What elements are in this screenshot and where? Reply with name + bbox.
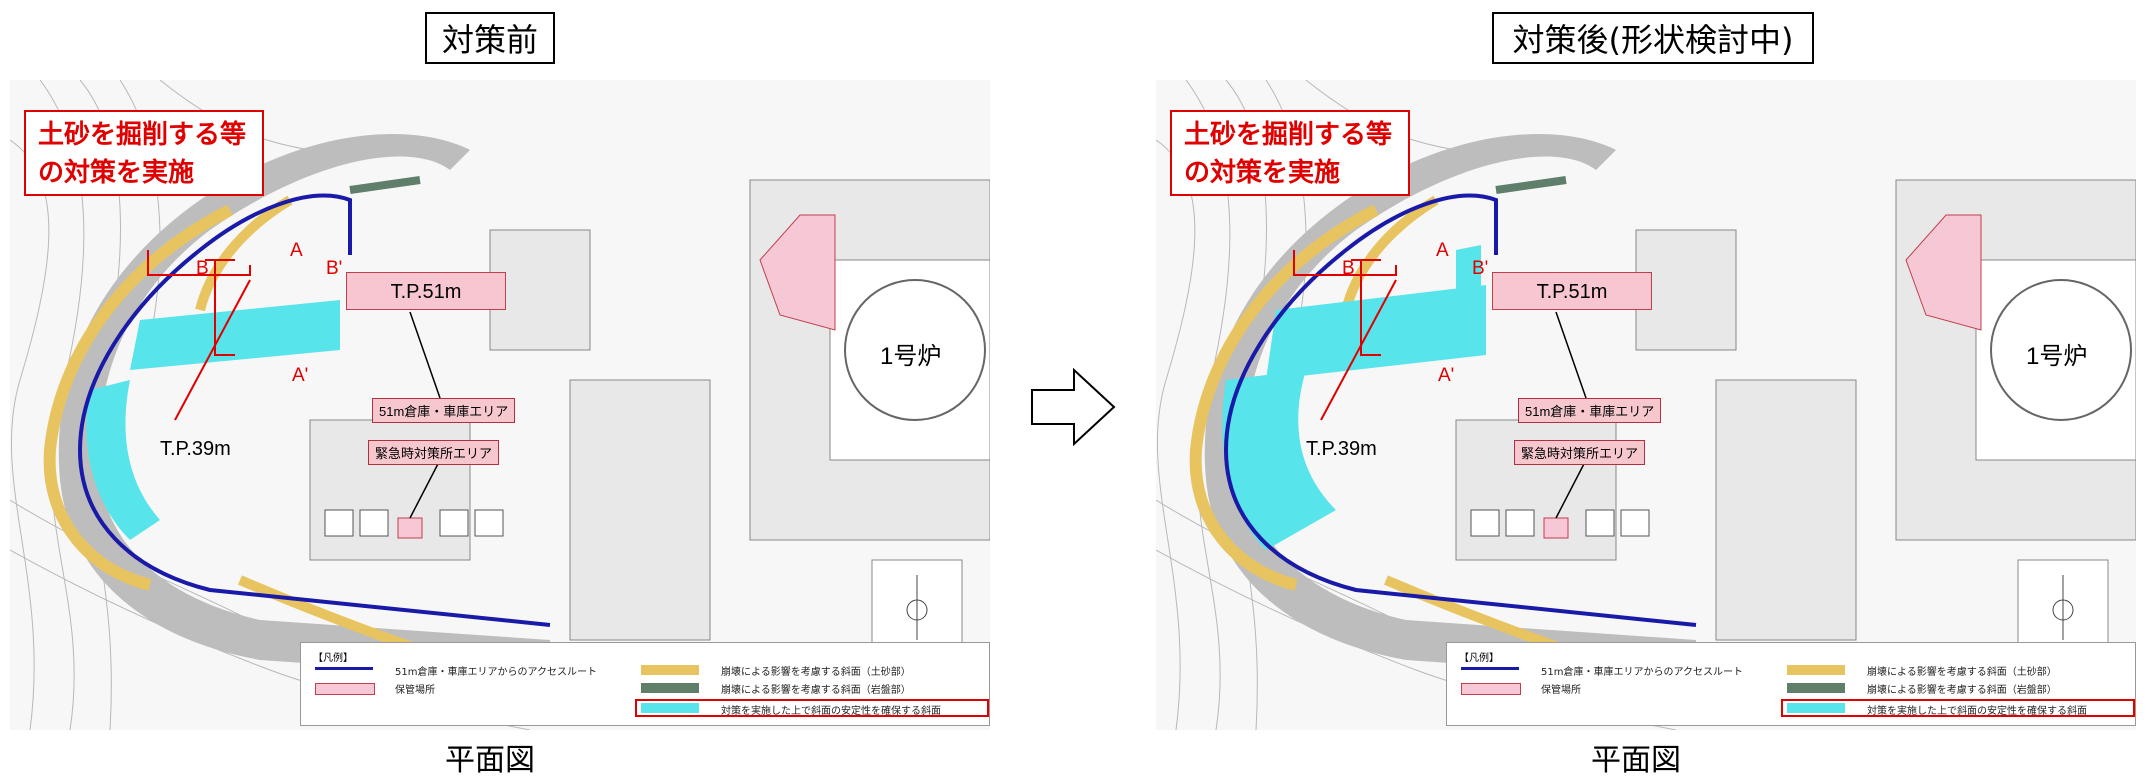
measure-slope-upper xyxy=(1456,245,1481,295)
zone-leader-1 xyxy=(1555,311,1587,399)
section-label-a: A xyxy=(1436,240,1449,261)
reactor-dome xyxy=(844,279,986,421)
section-label-a2: A' xyxy=(292,365,309,386)
legend-highlight xyxy=(635,699,989,717)
legend-swatch-soil xyxy=(641,665,699,675)
label-zone-emergency: 緊急時対策所エリア xyxy=(368,440,500,465)
label-zone-emergency: 緊急時対策所エリア xyxy=(1514,440,1646,465)
callout-box: 土砂を掘削する等 の対策を実施 xyxy=(1170,110,1410,196)
access-route-line xyxy=(77,193,551,627)
legend-head: 【凡例】 xyxy=(1459,653,1499,664)
callout-box: 土砂を掘削する等 の対策を実施 xyxy=(24,110,264,196)
zone-leader-2 xyxy=(409,459,441,519)
legend-measure: 対策を実施した上で斜面の安定性を確保する斜面 xyxy=(1867,706,2087,717)
storage-area-east xyxy=(1905,214,1982,331)
section-label-a2: A' xyxy=(1438,365,1455,386)
legend-swatch-rock xyxy=(1787,683,1845,693)
site-plan-map xyxy=(10,80,990,730)
panel-caption: 平面図 xyxy=(1591,743,1681,778)
panel-title: 対策後(形状検討中) xyxy=(1492,12,1814,64)
section-label-b: B xyxy=(1342,258,1355,279)
measure-slope-north xyxy=(130,300,340,370)
label-tp39: T.P.39m xyxy=(160,438,231,460)
callout-line-1: 土砂を掘削する等 xyxy=(1184,120,1393,150)
legend-route: 51m倉庫・車庫エリアからのアクセスルート xyxy=(395,667,597,678)
access-route-line xyxy=(1223,193,1697,627)
legend-highlight xyxy=(1781,699,2135,717)
legend-route: 51m倉庫・車庫エリアからのアクセスルート xyxy=(1541,667,1743,678)
label-tp39: T.P.39m xyxy=(1306,438,1377,460)
zone-leader-1 xyxy=(409,311,441,399)
label-zone-warehouse: 51m倉庫・車庫エリア xyxy=(1518,398,1662,423)
zone-leader-2 xyxy=(1555,459,1587,519)
measure-slope-west xyxy=(1222,370,1336,550)
measure-slope-west xyxy=(86,380,160,540)
legend-swatch-measure xyxy=(641,703,699,713)
soil-slope-west xyxy=(43,204,233,591)
legend-storage: 保管場所 xyxy=(1541,685,1581,696)
legend-swatch-storage xyxy=(1461,683,1521,695)
panel-caption: 平面図 xyxy=(445,743,535,778)
right-arrow-icon xyxy=(1028,362,1118,456)
storage-box-pink xyxy=(397,517,423,539)
section-label-a: A xyxy=(290,240,303,261)
callout-leader xyxy=(1320,279,1397,421)
legend-storage: 保管場所 xyxy=(395,685,435,696)
legend-soil: 崩壊による影響を考慮する斜面（土砂部） xyxy=(1867,667,2057,678)
label-tp51: T.P.51m xyxy=(1492,272,1652,310)
panel-before: 対策前 xyxy=(0,0,1000,778)
legend: 【凡例】 51m倉庫・車庫エリアからのアクセスルート 保管場所 崩壊による影響を… xyxy=(300,642,990,726)
soil-slope-north xyxy=(1341,195,1439,312)
legend-swatch-measure xyxy=(1787,703,1845,713)
legend-rock: 崩壊による影響を考慮する斜面（岩盤部） xyxy=(1867,685,2057,696)
label-reactor: 1号炉 xyxy=(2026,343,2088,370)
rock-slope xyxy=(349,176,421,194)
section-label-b2: B' xyxy=(326,258,343,279)
callout-line-1: 土砂を掘削する等 xyxy=(38,120,247,150)
label-zone-warehouse: 51m倉庫・車庫エリア xyxy=(372,398,516,423)
storage-box-pink xyxy=(1543,517,1569,539)
rock-slope xyxy=(1495,176,1567,194)
panel-after: 対策後(形状検討中) xyxy=(1146,0,2146,778)
section-label-b: B xyxy=(196,258,209,279)
legend-measure: 対策を実施した上で斜面の安定性を確保する斜面 xyxy=(721,706,941,717)
section-lines xyxy=(147,250,251,356)
callout-line-2: の対策を実施 xyxy=(1184,158,1341,188)
legend-head: 【凡例】 xyxy=(313,653,353,664)
legend: 【凡例】 51m倉庫・車庫エリアからのアクセスルート 保管場所 崩壊による影響を… xyxy=(1446,642,2136,726)
section-lines xyxy=(1293,250,1397,356)
callout-line-2: の対策を実施 xyxy=(38,158,195,188)
callout-leader xyxy=(174,279,251,421)
reactor-dome xyxy=(1990,279,2132,421)
legend-swatch-rock xyxy=(641,683,699,693)
legend-soil: 崩壊による影響を考慮する斜面（土砂部） xyxy=(721,667,911,678)
soil-slope-west xyxy=(1189,204,1379,591)
panel-title: 対策前 xyxy=(425,12,555,64)
label-reactor: 1号炉 xyxy=(880,343,942,370)
soil-slope-north xyxy=(195,195,293,312)
measure-slope-north xyxy=(1266,285,1486,380)
storage-boxes xyxy=(324,509,504,537)
legend-swatch-route xyxy=(315,667,373,670)
legend-swatch-route xyxy=(1461,667,1519,670)
storage-area-east xyxy=(759,214,836,331)
label-tp51: T.P.51m xyxy=(346,272,506,310)
storage-boxes xyxy=(1470,509,1650,537)
legend-swatch-storage xyxy=(315,683,375,695)
legend-swatch-soil xyxy=(1787,665,1845,675)
section-label-b2: B' xyxy=(1472,258,1489,279)
legend-rock: 崩壊による影響を考慮する斜面（岩盤部） xyxy=(721,685,911,696)
